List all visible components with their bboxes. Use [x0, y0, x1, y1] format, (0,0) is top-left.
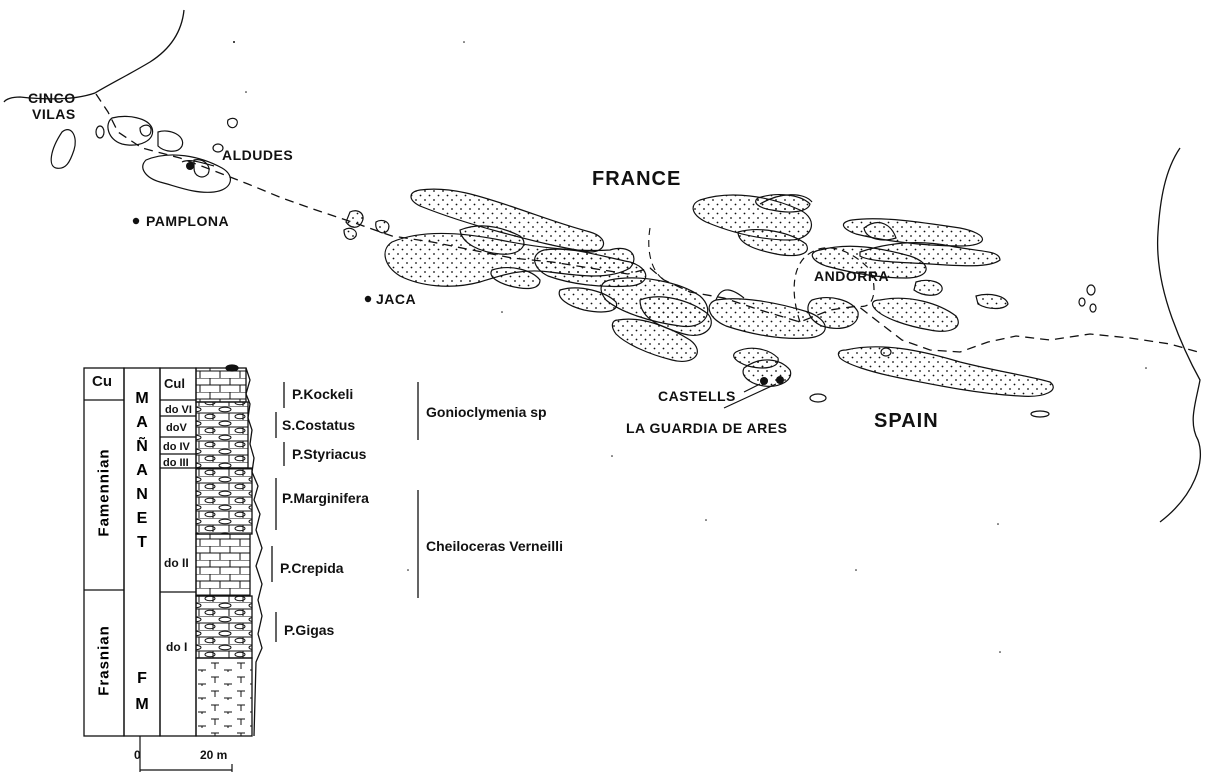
label-jaca: JACA	[376, 291, 417, 307]
outcrops-dotted	[343, 188, 1054, 397]
label-pamplona: PAMPLONA	[146, 213, 230, 229]
castells-marker	[760, 377, 768, 385]
zone-p-kockeli: P.Kockeli	[292, 386, 354, 402]
formation-letter: A	[136, 414, 148, 431]
formation-letter: Ñ	[136, 438, 148, 455]
subunit-dovi: do VI	[165, 404, 192, 416]
formation-fm: M	[135, 696, 149, 713]
zone-p-crepida: P.Crepida	[280, 560, 344, 576]
subunit-doi: do I	[166, 640, 188, 654]
zone-s-costatus: S.Costatus	[282, 417, 356, 433]
subunit-doii: do II	[164, 556, 189, 570]
formation-letter: E	[136, 510, 148, 527]
subunit-dov: doV	[166, 422, 187, 434]
zone-cheiloceras: Cheiloceras Verneilli	[426, 538, 563, 554]
formation-letter: N	[136, 486, 148, 503]
label-andorra: ANDORRA	[814, 268, 890, 284]
zone-bars	[271, 382, 419, 642]
formation-letter: M	[135, 390, 149, 407]
aldudes-marker	[186, 162, 194, 170]
stage-frasnian: Frasnian	[95, 625, 113, 696]
label-aldudes: ALDUDES	[222, 147, 294, 163]
subunit-cul: Cul	[164, 376, 185, 391]
stage-cu: Cu	[92, 373, 112, 390]
outcrops-east-small	[759, 194, 1097, 418]
coastline-north	[3, 9, 185, 103]
la-guardia-marker	[776, 376, 784, 384]
label-spain: SPAIN	[874, 410, 939, 432]
label-france: FRANCE	[592, 168, 682, 190]
jaca-marker	[364, 295, 372, 303]
formation-letter: T	[137, 534, 147, 551]
coastline-east	[1156, 147, 1202, 523]
zone-p-marginifera: P.Marginifera	[282, 490, 369, 506]
formation-fm: F	[137, 670, 147, 687]
pamplona-marker	[132, 217, 140, 225]
label-cinco: CINCO	[28, 90, 76, 106]
scale-zero: 0	[134, 748, 141, 762]
stage-famennian: Famennian	[95, 448, 113, 537]
subunit-doiv: do IV	[163, 441, 190, 453]
subunit-doiii: do III	[163, 457, 189, 469]
lithology	[195, 364, 263, 737]
scale-bar	[139, 736, 233, 772]
la-guardia-leader	[723, 383, 777, 409]
label-castells: CASTELLS	[658, 388, 736, 404]
scale-twenty: 20 m	[200, 748, 228, 762]
zone-gonioclymenia: Gonioclymenia sp	[426, 404, 547, 420]
zone-p-styriacus: P.Styriacus	[292, 446, 367, 462]
label-la-guardia: LA GUARDIA DE ARES	[626, 420, 788, 436]
scatter-dots	[233, 41, 1147, 653]
castells-leader	[743, 383, 761, 393]
label-vilas: VILAS	[32, 106, 76, 122]
outcrops-west	[50, 115, 238, 193]
border-interior-1	[648, 227, 665, 281]
formation-letter: A	[136, 462, 148, 479]
zone-p-gigas: P.Gigas	[284, 622, 335, 638]
